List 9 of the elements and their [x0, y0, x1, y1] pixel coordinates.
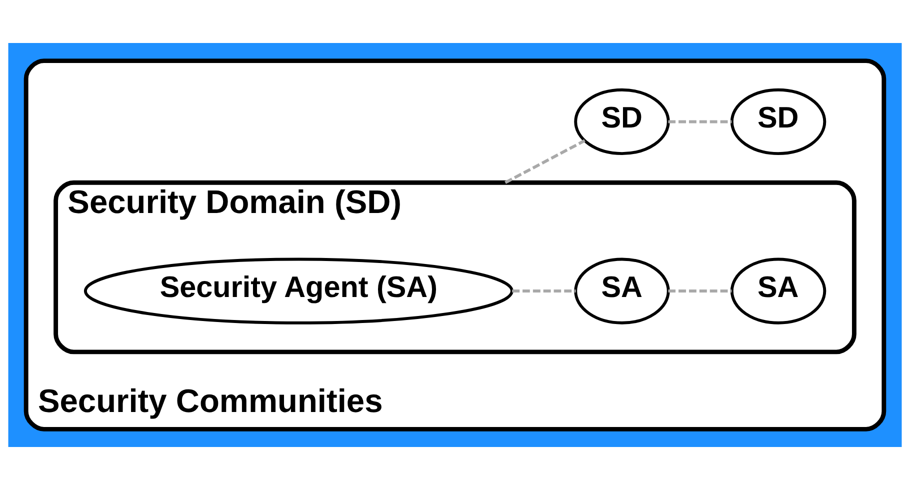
connector — [668, 290, 732, 293]
connector — [668, 120, 732, 124]
node-ellipse: SA — [574, 258, 670, 324]
node-ellipse: Security Agent (SA) — [84, 258, 514, 324]
node-ellipse: SD — [574, 88, 670, 156]
node-ellipse: SD — [730, 88, 826, 156]
node-ellipse: SA — [730, 258, 826, 324]
connector — [512, 290, 576, 293]
connector — [504, 139, 586, 184]
